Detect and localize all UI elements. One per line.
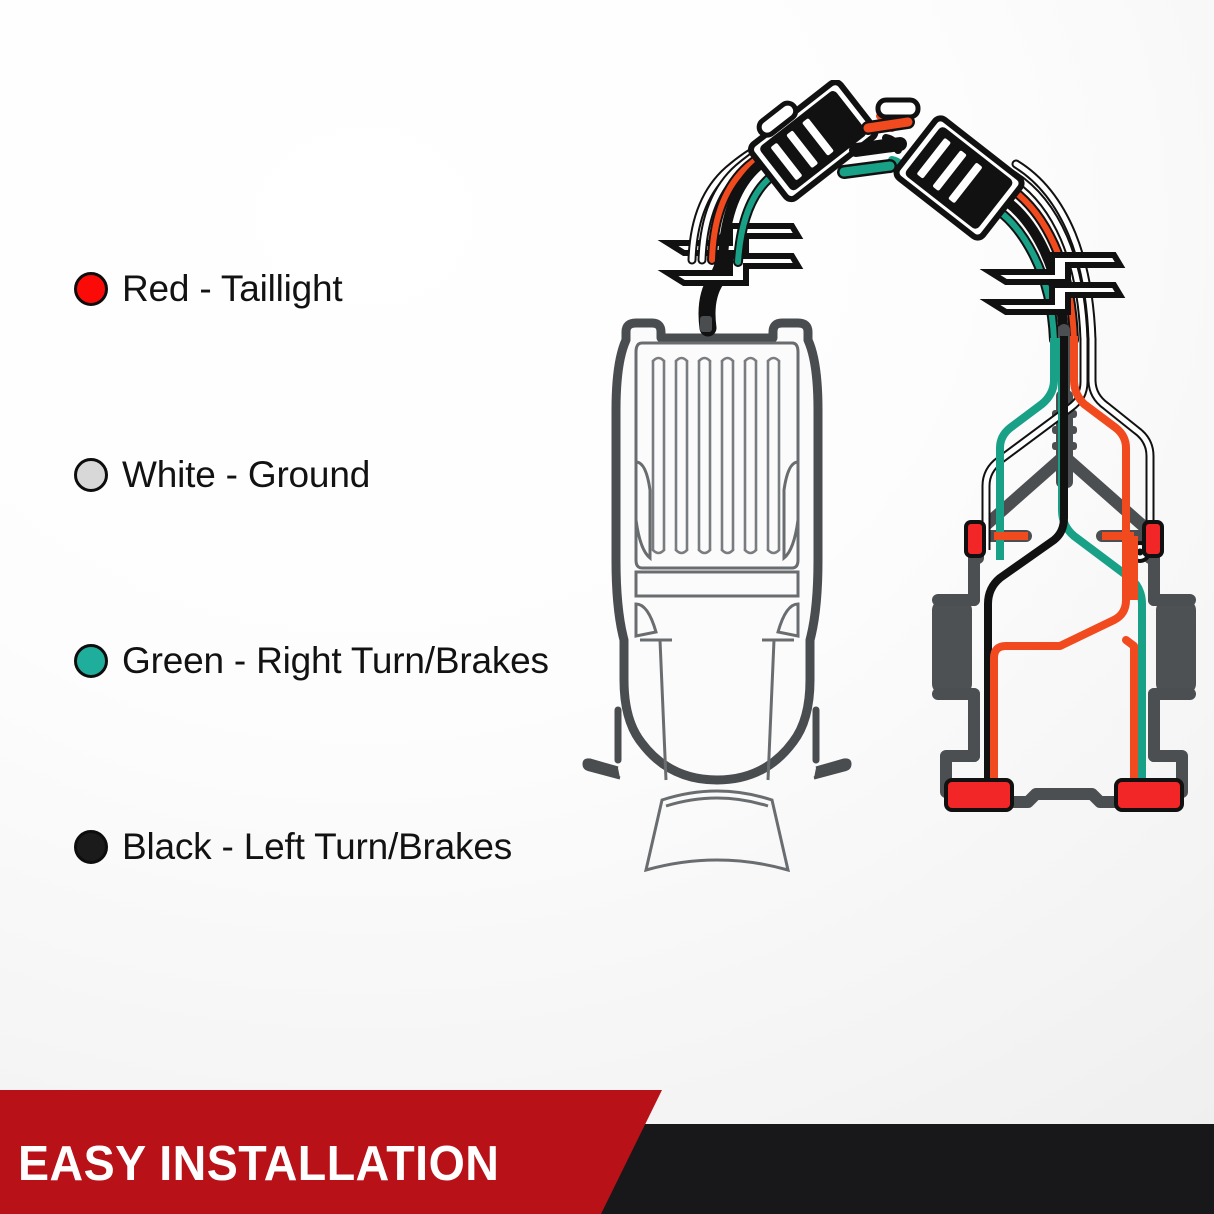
legend-item-green: Green - Right Turn/Brakes [74,568,634,754]
lightning-break-right [979,252,1126,315]
legend-item-label: White - Ground [122,454,371,495]
circle-swatch-icon [74,458,108,492]
banner-title: EASY INSTALLATION [18,1137,500,1191]
legend-item-label: Red - Taillight [122,268,343,309]
legend-item-red: Red - Taillight [74,196,634,382]
tail-lamp-left [944,778,1014,812]
banner-red-panel [0,1090,662,1214]
circle-swatch-icon [74,830,108,864]
side-marker-lamp-left [964,520,986,558]
legend-item-label: Green - Right Turn/Brakes [122,640,549,681]
circle-swatch-icon [74,644,108,678]
bottom-banner: EASY INSTALLATION 7-Way Traditional Diag… [0,1090,1214,1214]
trailer-tire-right [1156,600,1196,694]
wire-color-legend: Red - Taillight White - Ground Green - R… [74,196,634,940]
trailer-wire-black [984,336,1068,796]
side-marker-lamp-right [1142,520,1164,558]
trailer-wire-white [981,338,1155,550]
legend-item-label: Black - Left Turn/Brakes [122,826,513,867]
legend-item-black: Black - Left Turn/Brakes [74,754,634,940]
wiring-illustration [560,80,1214,1010]
legend-item-white: White - Ground [74,382,634,568]
pickup-truck-top-view [582,318,852,873]
circle-swatch-icon [74,272,108,306]
lightning-break-left [657,223,804,286]
trailer-tire-left [932,600,972,694]
utility-trailer-top-view [932,324,1196,812]
tail-lamp-right [1114,778,1184,812]
